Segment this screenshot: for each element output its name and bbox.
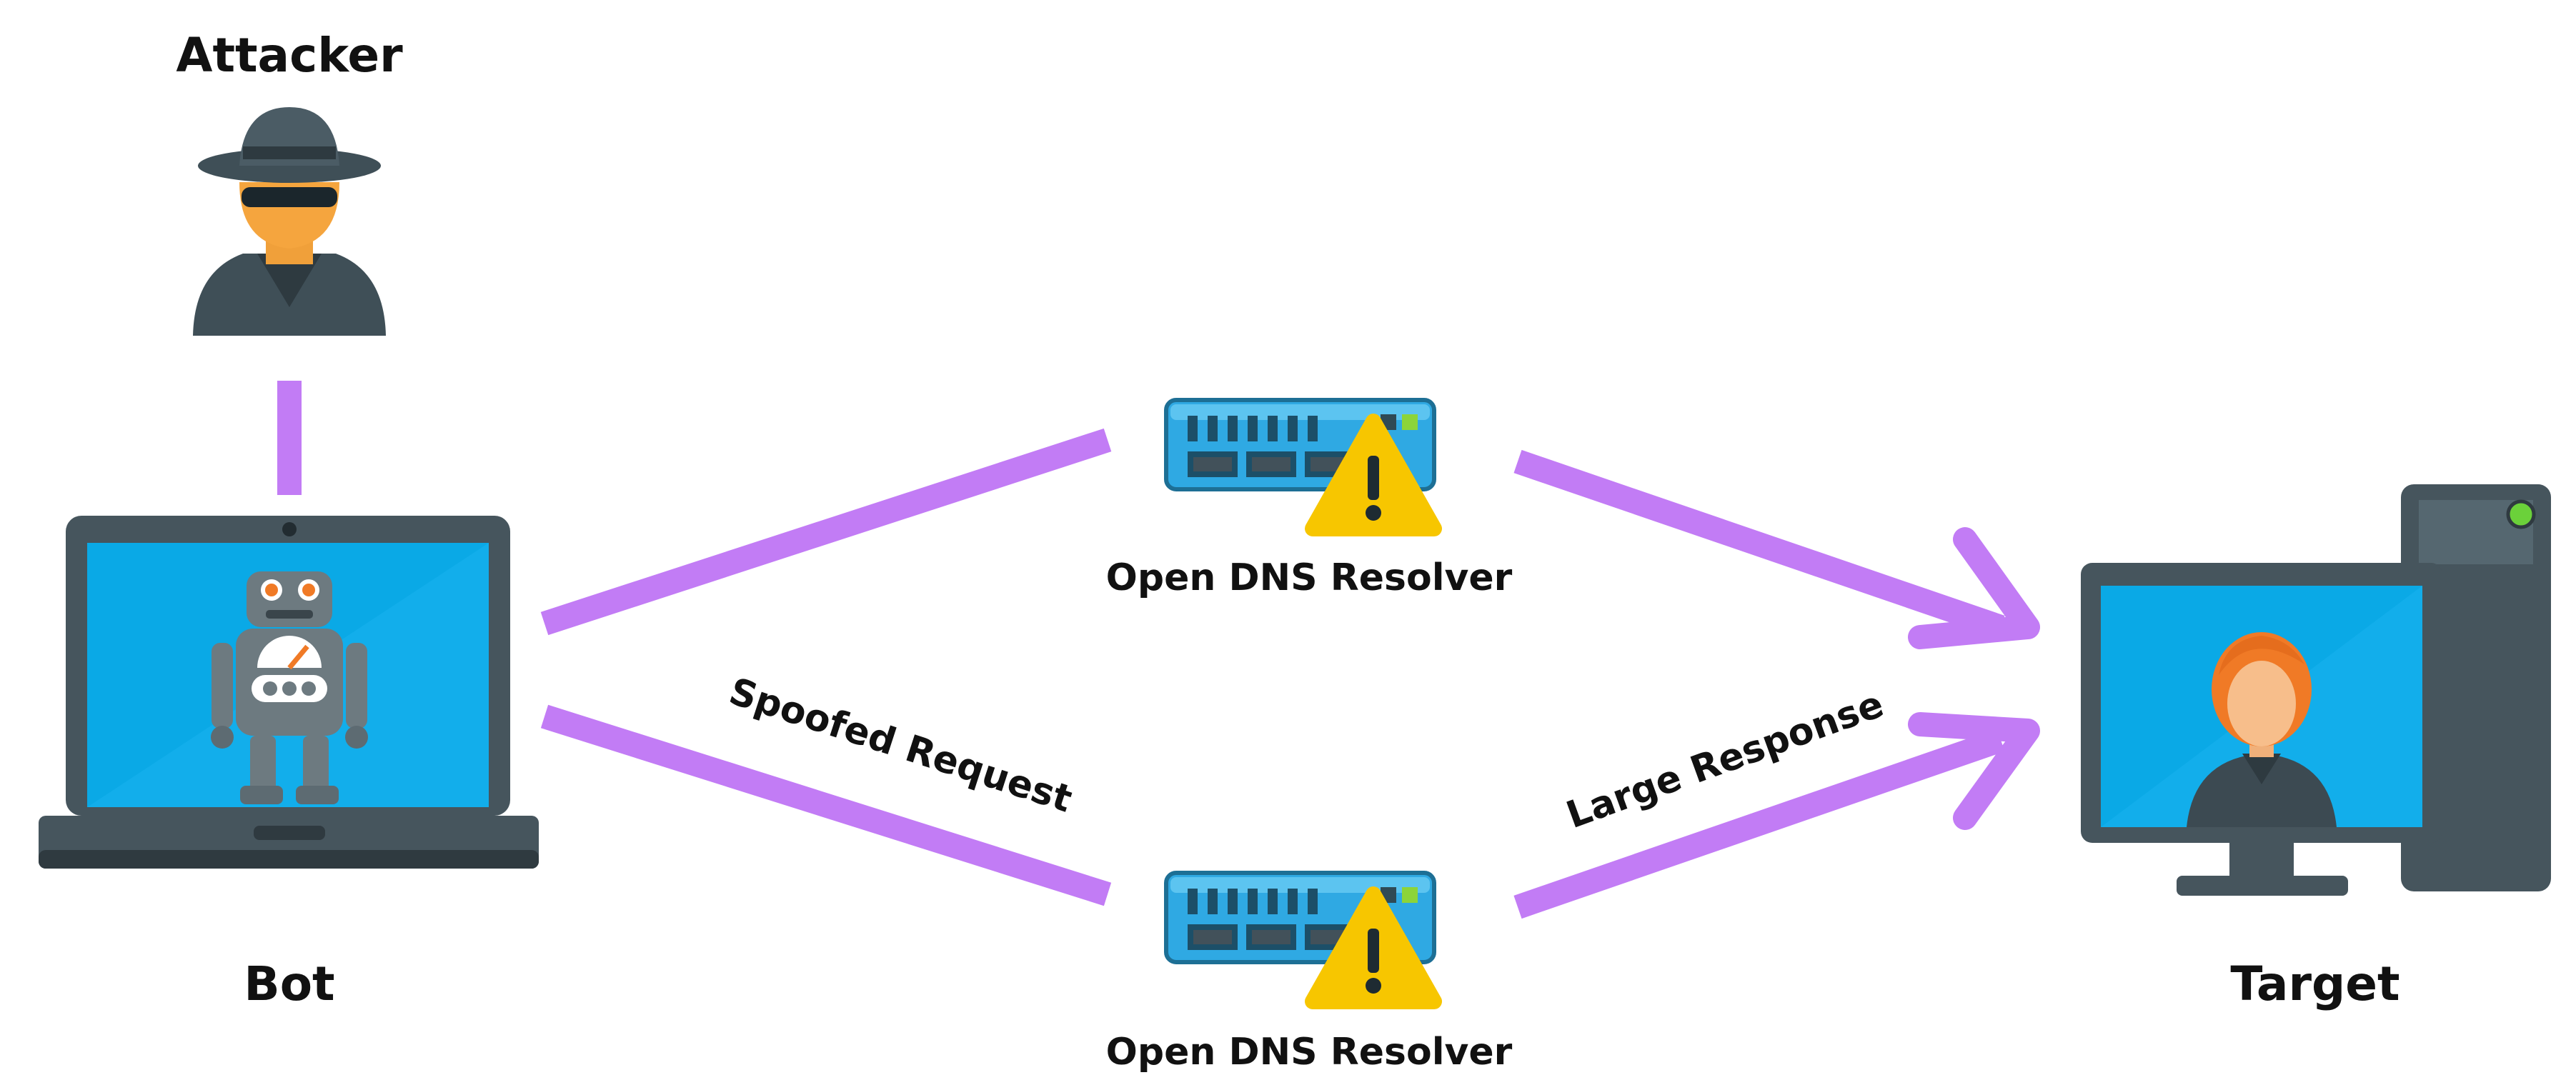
arrowhead-top <box>1908 527 2040 649</box>
bot-to-resolver-bottom-line <box>540 704 1112 906</box>
arrowheads <box>1908 527 2040 830</box>
large-response-label: Large Response <box>1561 683 1889 837</box>
target-user-icon <box>2187 632 2337 827</box>
target-desktop-icon <box>2081 484 2551 896</box>
flow-lines <box>277 381 2005 919</box>
robot-icon <box>211 571 368 804</box>
bot-to-resolver-top-line <box>540 428 1112 636</box>
arrowhead-bottom <box>1908 712 2040 830</box>
attacker-label: Attacker <box>176 28 403 83</box>
resolver-bottom-label: Open DNS Resolver <box>1106 1031 1513 1074</box>
attacker-icon <box>193 107 386 336</box>
target-label: Target <box>2230 956 2400 1011</box>
resolver-bottom-to-target-line <box>1513 728 2005 919</box>
resolver-top-icon <box>1166 400 1434 529</box>
bot-laptop-icon <box>39 516 539 869</box>
resolver-top-to-target-line <box>1513 449 2005 639</box>
resolver-top-label: Open DNS Resolver <box>1106 556 1513 599</box>
resolver-bottom-icon <box>1166 873 1434 1001</box>
bot-label: Bot <box>244 956 334 1011</box>
